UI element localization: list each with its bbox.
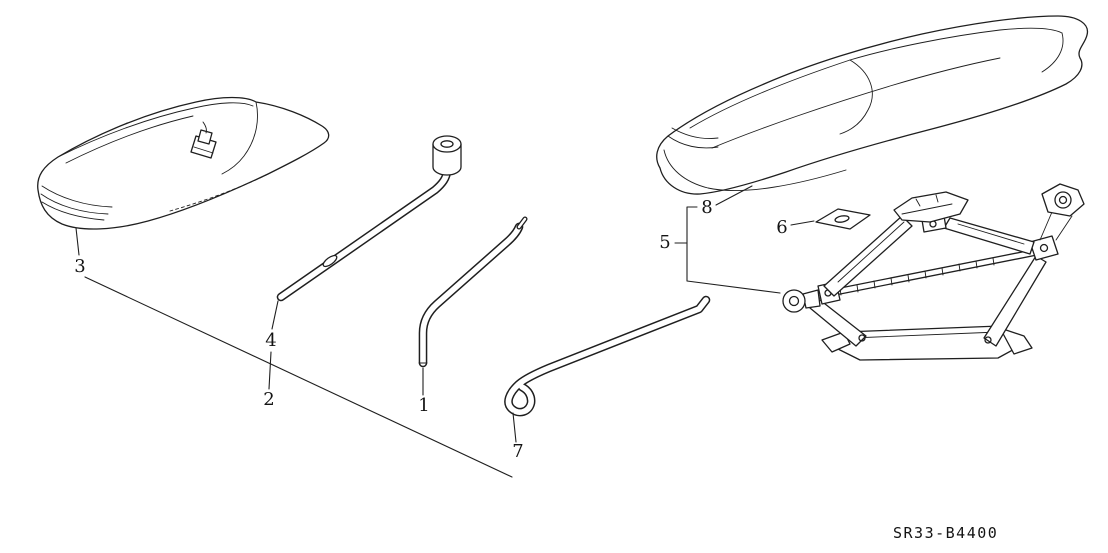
- callout-2: 2: [263, 389, 275, 410]
- caution-plate: [815, 208, 871, 230]
- callout-5: 5: [659, 232, 671, 253]
- callout-6: 6: [776, 217, 788, 238]
- jack-upper-arm-right: [943, 217, 1035, 255]
- callout-3: 3: [74, 256, 86, 277]
- jack-screw-eye: [782, 289, 806, 313]
- wrench-shaft-hole: [322, 254, 338, 268]
- bracket-5: [674, 206, 781, 294]
- jack-handle-bar: [418, 216, 528, 368]
- leader-7: [512, 412, 517, 443]
- jack-saddle: [893, 191, 969, 223]
- leader-4-2: [268, 300, 279, 390]
- hook-rod: [504, 295, 711, 417]
- jack-cover-bag: [656, 15, 1089, 195]
- leader-8: [715, 185, 753, 206]
- callout-4: 4: [265, 330, 277, 351]
- wheel-nut-wrench: [276, 135, 462, 302]
- leader-6: [790, 220, 815, 226]
- jack-upper-arm-left: [823, 215, 913, 297]
- jack-lower-arm-right: [983, 255, 1047, 347]
- bag-buckle: [197, 129, 213, 145]
- leader-lines: [75, 185, 815, 478]
- diagram-code: SR33-B4400: [893, 524, 999, 542]
- callout-7: 7: [512, 441, 524, 462]
- callout-1: 1: [418, 395, 430, 416]
- wrench-socket: [432, 143, 462, 176]
- callout-8: 8: [701, 197, 713, 218]
- pantograph-jack: [782, 183, 1085, 361]
- tool-bag: [37, 96, 330, 230]
- group-line-toolkit: [84, 276, 513, 478]
- leader-3: [75, 227, 80, 256]
